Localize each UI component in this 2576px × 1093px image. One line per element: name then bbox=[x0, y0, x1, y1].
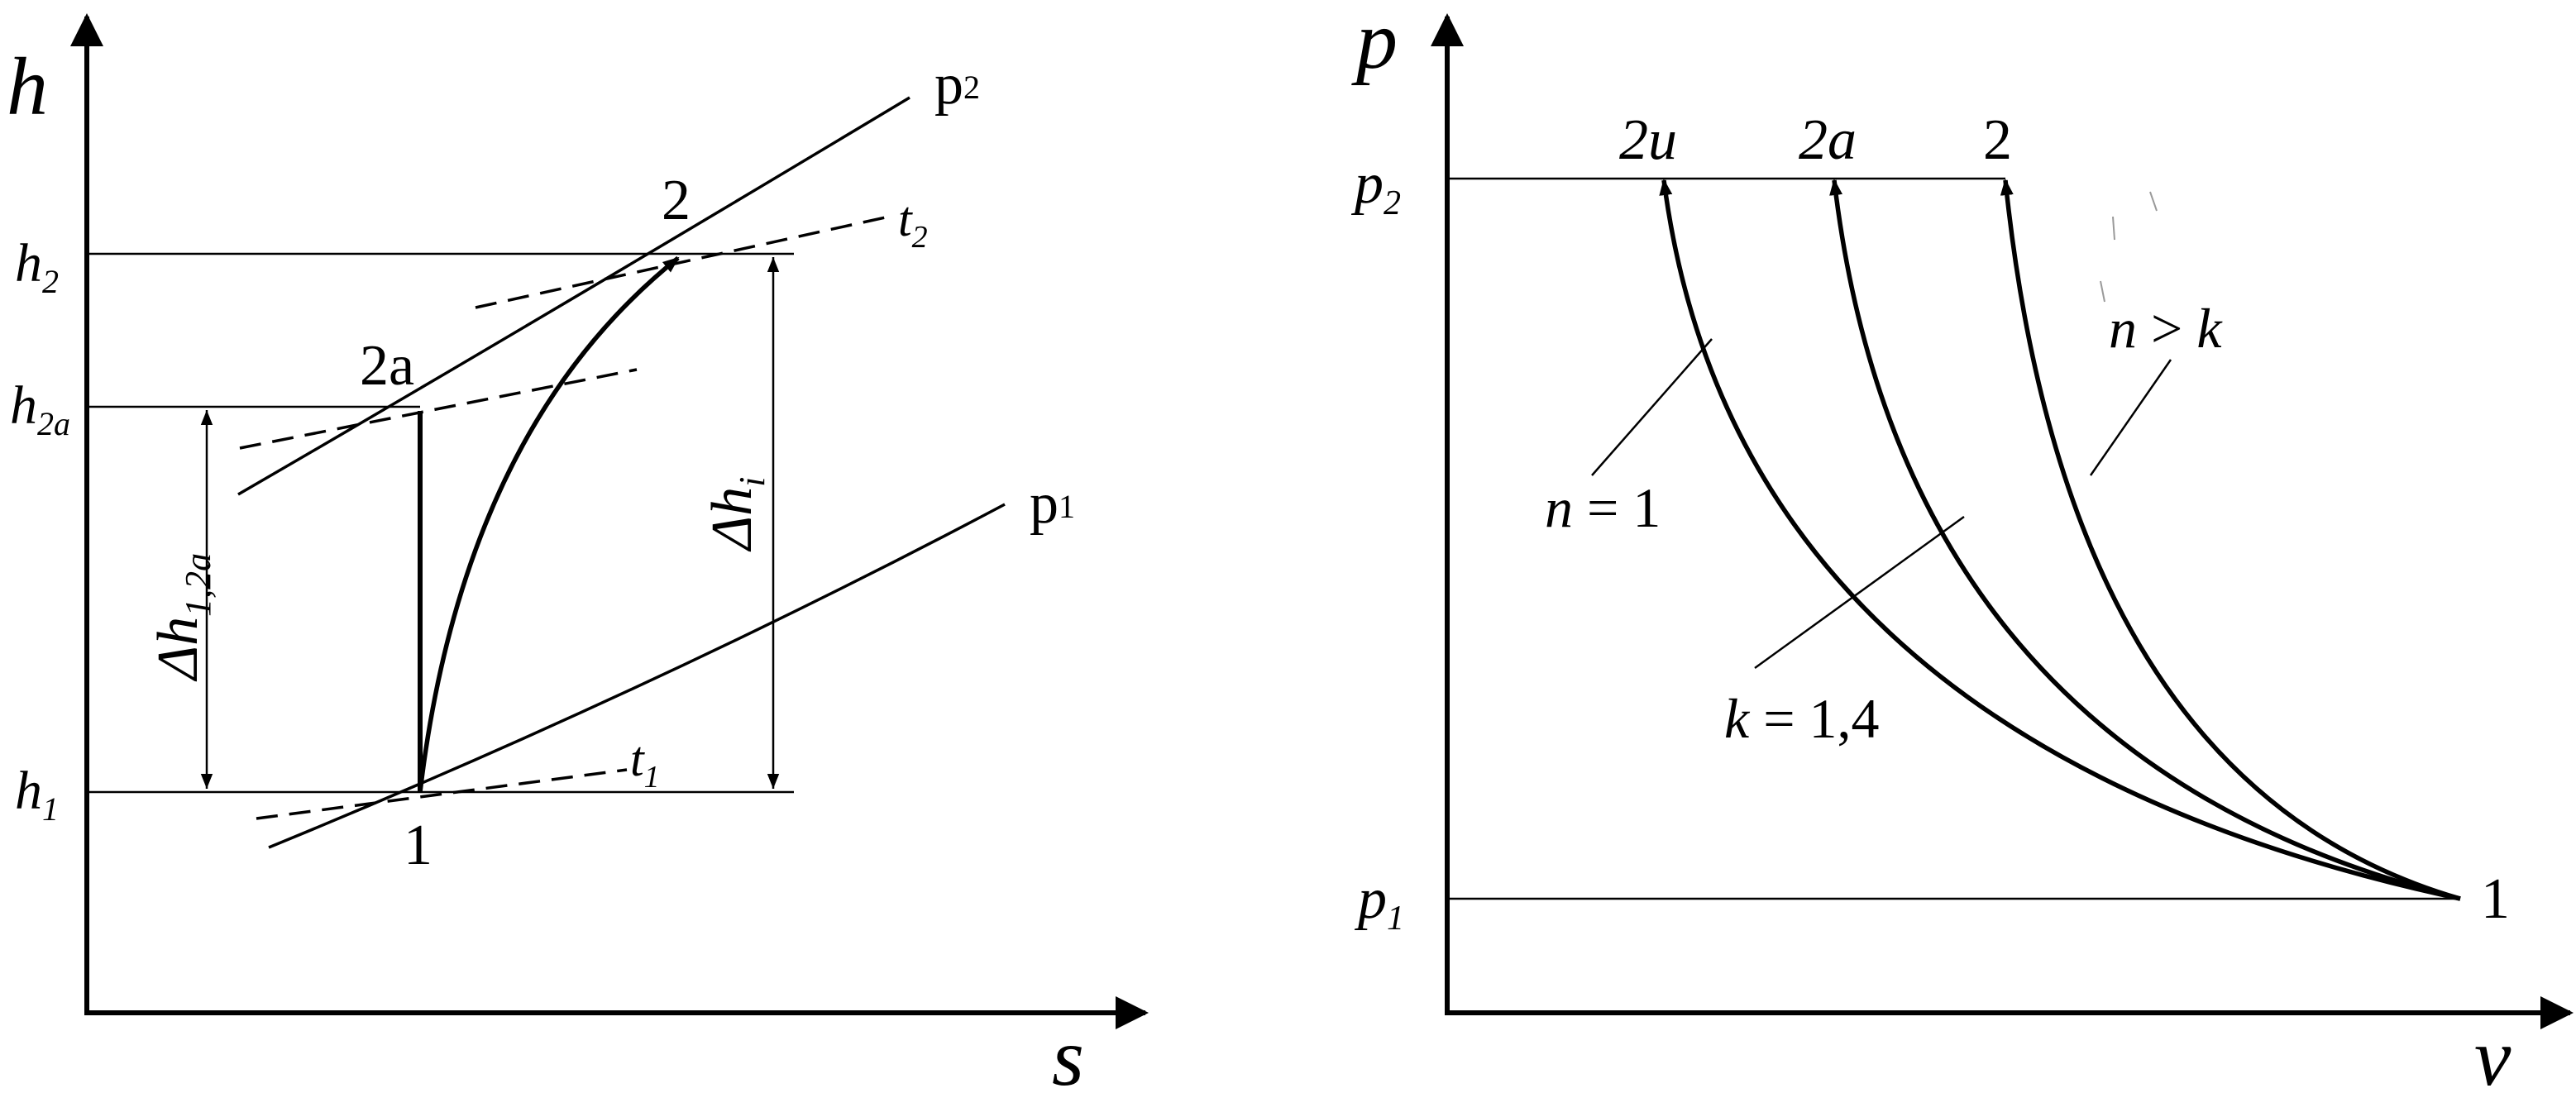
dh12a-label: Δh1,2a bbox=[146, 553, 218, 682]
hs-point-2-label: 2 bbox=[662, 169, 691, 232]
pv-y-axis-label: p bbox=[1351, 0, 1398, 86]
leader-n1 bbox=[1591, 338, 1713, 476]
pv-point-2-label: 2 bbox=[1983, 108, 2012, 172]
curve-label-k14: k = 1,4 bbox=[1724, 687, 1880, 750]
isotherm-t2-label: t2 bbox=[898, 192, 928, 255]
isotherm-t2-line bbox=[475, 215, 890, 309]
h1-label: h1 bbox=[15, 761, 59, 828]
curve-label-nk: n > k bbox=[2109, 297, 2223, 360]
hs-y-axis-label: h bbox=[7, 41, 48, 132]
dhi-label: Δhi bbox=[700, 477, 772, 552]
isobar-p2-curve bbox=[237, 96, 910, 496]
hs-x-axis-label: s bbox=[1052, 1011, 1084, 1089]
isotherm-t1-line bbox=[256, 768, 628, 820]
p2-label: p2 bbox=[1350, 152, 1401, 222]
h2a-label: h2a bbox=[10, 375, 70, 442]
real-process-1-2 bbox=[418, 255, 680, 793]
isotherm-t1-label: t1 bbox=[630, 732, 660, 795]
pv-x-axis-label: v bbox=[2474, 1011, 2511, 1089]
curve-polytropic-nk bbox=[2000, 179, 2461, 901]
isobar-p2-label: p2 bbox=[934, 53, 980, 117]
isotherm-t2a-line bbox=[239, 368, 638, 450]
hs-point-2a-label: 2a bbox=[360, 334, 414, 398]
scan-artifact-marks bbox=[2100, 191, 2158, 303]
hs-point-1-label: 1 bbox=[404, 814, 433, 877]
pv-point-2a-label: 2a bbox=[1799, 108, 1857, 172]
isobar-p1-label: p1 bbox=[1030, 472, 1075, 536]
curve-label-n1: n = 1 bbox=[1545, 476, 1661, 539]
h2-label: h2 bbox=[15, 233, 59, 300]
pv-point-2u-label: 2u bbox=[1619, 108, 1677, 172]
leader-k14 bbox=[1754, 515, 1965, 670]
pv-diagram: p v p2 p1 n = 1 k = 1,4 n > k 2u 2a 2 1 bbox=[1350, 0, 2574, 1093]
curve-adiabatic-k14 bbox=[1829, 179, 2461, 901]
isobar-p1-curve bbox=[268, 503, 1006, 849]
leader-nk bbox=[2089, 359, 2172, 476]
pv-point-1-label: 1 bbox=[2481, 867, 2510, 931]
curve-isothermal-n1 bbox=[1659, 179, 2461, 901]
p1-label: p1 bbox=[1354, 867, 1404, 938]
hs-diagram: h s h2 h2a h1 p2 p1 t2 t1 Δh1, bbox=[7, 13, 1149, 1093]
